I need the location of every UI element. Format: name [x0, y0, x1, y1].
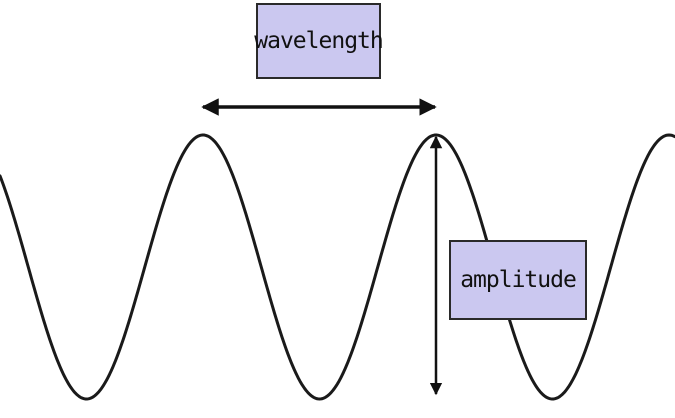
wavelength-label: wavelength	[254, 28, 383, 54]
amplitude-label-box: amplitude	[449, 240, 587, 320]
wavelength-label-box: wavelength	[254, 3, 384, 79]
wave-curve	[0, 133, 675, 401]
amplitude-label: amplitude	[460, 267, 577, 293]
